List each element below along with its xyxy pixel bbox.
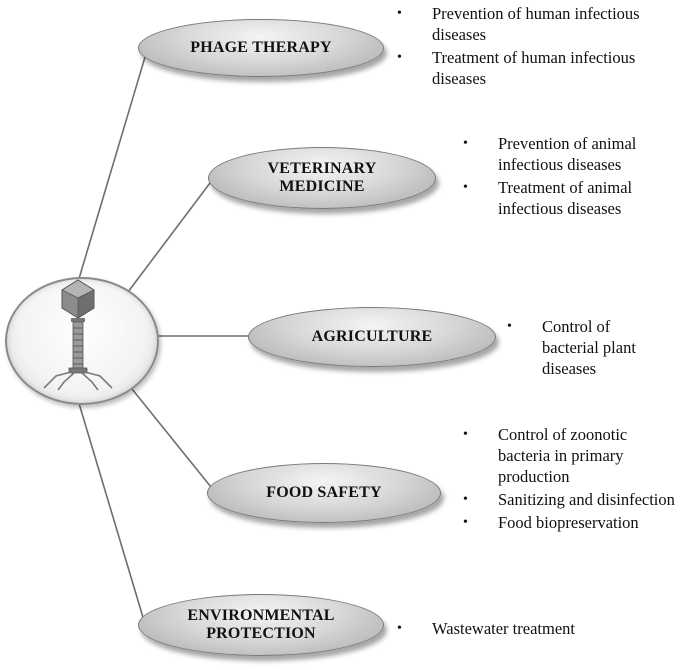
veterinary-medicine-node: VETERINARY MEDICINE bbox=[208, 147, 436, 209]
list-item: Sanitizing and disinfection bbox=[463, 489, 678, 510]
environmental-protection-list: Wastewater treatment bbox=[397, 618, 652, 641]
phage-therapy-label: PHAGE THERAPY bbox=[190, 39, 332, 56]
connector-veterinary-medicine bbox=[127, 174, 217, 293]
phage-therapy-list: Prevention of human infectious diseases … bbox=[397, 3, 682, 91]
connector-phage-therapy bbox=[77, 46, 149, 283]
phage-therapy-node: PHAGE THERAPY bbox=[138, 19, 384, 77]
list-item: Treatment of human infectious diseases bbox=[397, 47, 682, 89]
food-safety-node: FOOD SAFETY bbox=[207, 463, 441, 523]
list-item: Wastewater treatment bbox=[397, 618, 652, 639]
list-item: Control of bacterial plant diseases bbox=[507, 316, 662, 379]
bacteriophage-icon bbox=[43, 279, 113, 391]
list-item: Control of zoonotic bacteria in primary … bbox=[463, 424, 678, 487]
connector-environmental-protection bbox=[77, 399, 146, 625]
agriculture-node: AGRICULTURE bbox=[248, 307, 496, 367]
list-item: Prevention of human infectious diseases bbox=[397, 3, 682, 45]
connector-food-safety bbox=[127, 383, 216, 493]
agriculture-label: AGRICULTURE bbox=[311, 328, 433, 345]
environmental-protection-label: ENVIRONMENTAL PROTECTION bbox=[187, 607, 335, 642]
agriculture-list: Control of bacterial plant diseases bbox=[507, 316, 662, 381]
list-item: Food biopreservation bbox=[463, 512, 678, 533]
food-safety-list: Control of zoonotic bacteria in primary … bbox=[463, 424, 678, 535]
environmental-protection-node: ENVIRONMENTAL PROTECTION bbox=[138, 594, 384, 656]
list-item: Treatment of animal infectious diseases bbox=[463, 177, 678, 219]
veterinary-medicine-list: Prevention of animal infectious diseases… bbox=[463, 133, 678, 221]
food-safety-label: FOOD SAFETY bbox=[266, 484, 382, 501]
veterinary-medicine-label: VETERINARY MEDICINE bbox=[267, 160, 377, 195]
list-item: Prevention of animal infectious diseases bbox=[463, 133, 678, 175]
